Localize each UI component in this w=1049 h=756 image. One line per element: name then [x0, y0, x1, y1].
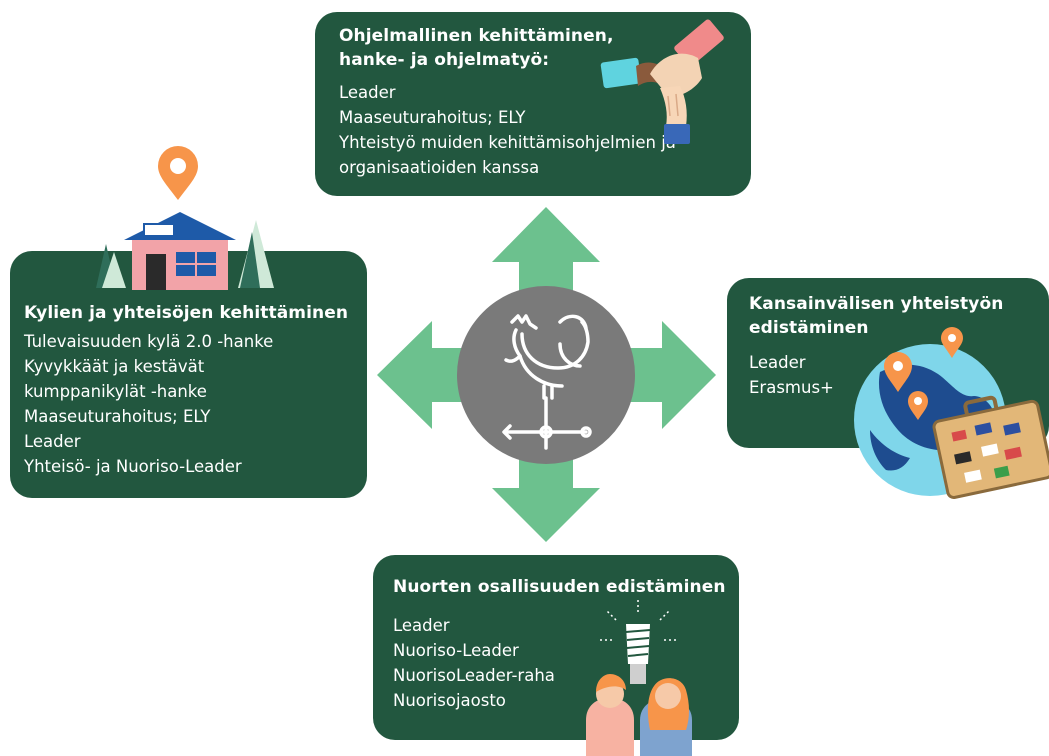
top-box-title: Ohjelmallinen kehittäminen, hanke- ja oh…: [339, 26, 614, 70]
list-item: kumppanikylät -hanke: [24, 382, 207, 401]
list-item: Kyvykkäät ja kestävät: [24, 357, 205, 376]
globe-suitcase-icon: [854, 327, 1049, 499]
list-item: Maaseuturahoitus; ELY: [339, 108, 526, 127]
left-box: Kylien ja yhteisöjen kehittäminen Tuleva…: [10, 251, 367, 498]
arrow-left: [377, 321, 480, 429]
center-circle: [457, 286, 635, 464]
young-people-lightbulb-icon: [586, 598, 692, 756]
list-item: Maaseuturahoitus; ELY: [24, 407, 211, 426]
list-item: Erasmus+: [749, 378, 834, 397]
bottom-box-list: Leader Nuoriso-Leader NuorisoLeader-raha…: [393, 613, 739, 713]
list-item: Leader: [339, 83, 396, 102]
left-box-title: Kylien ja yhteisöjen kehittäminen: [24, 303, 349, 323]
right-box-list: Leader Erasmus+: [749, 350, 1049, 400]
list-item: NuorisoLeader-raha: [393, 666, 555, 685]
top-box-list: Leader Maaseuturahoitus; ELY Yhteistyö m…: [339, 80, 751, 180]
handshake-icon: [600, 19, 724, 144]
list-item: Leader: [393, 616, 450, 635]
list-item: Leader: [749, 353, 806, 372]
list-item: Yhteistyö muiden kehittämisohjelmien ja: [339, 133, 676, 152]
arrow-right: [614, 321, 716, 429]
bottom-box-title: Nuorten osallisuuden edistäminen: [393, 577, 726, 597]
arrow-down: [492, 440, 600, 542]
left-box-list: Tulevaisuuden kylä 2.0 -hanke Kyvykkäät …: [24, 329, 367, 479]
arrow-up: [492, 207, 600, 310]
right-box-title: Kansainvälisen yhteistyön edistäminen: [749, 294, 1004, 338]
list-item: Leader: [24, 432, 81, 451]
list-item: Nuorisojaosto: [393, 691, 506, 710]
list-item: Tulevaisuuden kylä 2.0 -hanke: [24, 332, 274, 351]
list-item: Yhteisö- ja Nuoriso-Leader: [24, 457, 242, 476]
village-house-icon: [96, 146, 274, 290]
list-item: organisaatioiden kanssa: [339, 158, 540, 177]
rooster-weathervane-icon: [502, 314, 592, 450]
list-item: Nuoriso-Leader: [393, 641, 519, 660]
